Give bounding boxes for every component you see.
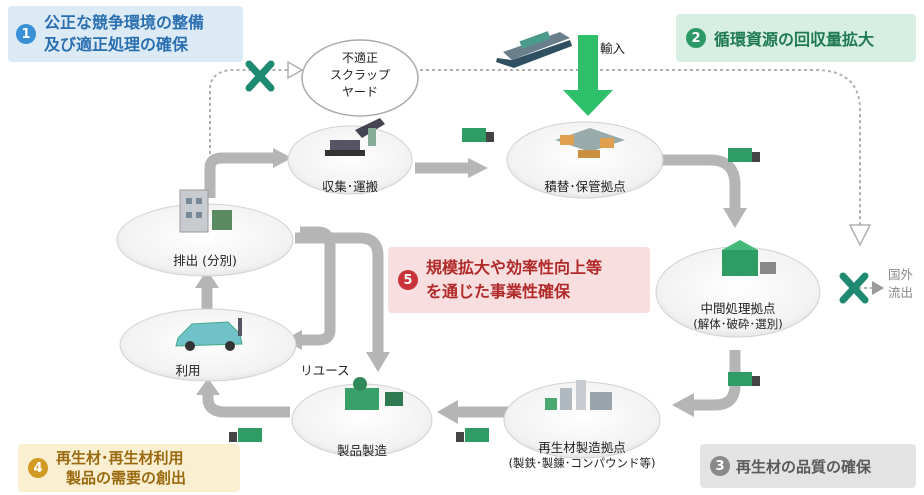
banner-3-number: 3 [710, 456, 730, 476]
truck-icon-intermediate [728, 372, 760, 386]
apartment-building-icon [179, 189, 232, 233]
arrow-product-use [202, 392, 290, 418]
cross-icon-overseas [839, 272, 869, 304]
overseas-outflow-label: 国外 流出 [888, 266, 920, 302]
arrowhead-storage [468, 158, 488, 178]
banner-3-text: 再生材の品質の確保 [736, 457, 872, 476]
banner-5-line1: 規模拡大や効率性向上等 [426, 258, 603, 277]
banner-4: 4 再生材･再生材利用 製品の需要の創出 [18, 444, 240, 492]
arrow-reuse-loop [300, 226, 336, 346]
scrap-yard-line3: ヤード [341, 85, 378, 99]
banner-5: 5 規模拡大や効率性向上等 を通じた事業性確保 [388, 247, 650, 313]
truck-icon-product [229, 428, 262, 442]
bypass-dotted-head [287, 60, 304, 80]
outflow-dotted-head [848, 224, 872, 247]
car-icon [175, 318, 243, 351]
ship-icon [496, 31, 572, 68]
arrow-discharge-collection [204, 152, 275, 198]
factory-intermediate-icon [722, 240, 776, 276]
import-arrow-head [563, 90, 613, 116]
banner-1: 1 公正な競争環境の整備 及び適正処理の確保 [8, 6, 243, 62]
cross-icon-scrap [245, 60, 275, 92]
use-label: 利用 [175, 363, 201, 378]
platform-collection [287, 125, 413, 195]
outflow-dotted-line [420, 69, 861, 225]
reuse-label: リユース [300, 363, 350, 378]
intermediate-sublabel: (解体･破砕･選別) [693, 317, 783, 331]
scrap-yard-line1: 不適正 [341, 51, 378, 65]
recycling-plant-icon [545, 380, 612, 410]
platform-storage [506, 121, 664, 199]
bypass-dotted-line [209, 69, 290, 160]
arrowhead-intermediate [723, 208, 747, 228]
scrap-yard-bubble [301, 39, 419, 117]
banner-1-number: 1 [16, 24, 36, 44]
arrowhead-use [196, 378, 220, 395]
banner-4-number: 4 [28, 458, 48, 478]
banner-5-line2: を通じた事業性確保 [426, 282, 571, 301]
recycled-mfg-label: 再生材製造拠点 [538, 440, 626, 455]
arrow-storage-intermediate [650, 154, 741, 210]
banner-5-number: 5 [398, 270, 418, 290]
intermediate-label: 中間処理拠点 [700, 301, 776, 316]
overseas-small-arrow [872, 281, 884, 295]
banner-2-text: 循環資源の回収量拡大 [714, 30, 875, 49]
arrowhead-collection [273, 148, 292, 168]
banner-1-line2: 及び適正処理の確保 [44, 35, 189, 54]
truck-icon-storage [728, 148, 760, 162]
scrap-yard-label: 不適正 スクラップ ヤード [312, 50, 408, 101]
banner-1-line1: 公正な競争環境の整備 [44, 13, 205, 32]
overseas-line2: 流出 [888, 285, 914, 300]
overseas-line1: 国外 [888, 267, 914, 282]
import-arrow-shaft [578, 35, 598, 93]
arrowhead-discharge [195, 270, 219, 288]
arrow-discharge-product [295, 232, 384, 355]
import-label: 輸入 [600, 41, 626, 56]
product-mfg-label: 製品製造 [336, 443, 387, 458]
banner-3: 3 再生材の品質の確保 [700, 444, 916, 488]
truck-icon-collection [462, 128, 494, 142]
discharge-label: 排出 (分別) [173, 253, 237, 268]
recycled-mfg-sublabel: (製鉄･製錬･コンパウンド等) [508, 456, 656, 470]
arrowhead-recycled [672, 393, 694, 417]
banner-4-line2: 製品の需要の創出 [66, 469, 187, 487]
warehouse-icon [555, 128, 625, 158]
arrowhead-product-down [366, 352, 390, 372]
truck-icon-recycled [456, 428, 489, 442]
scrap-yard-line2: スクラップ [329, 68, 390, 82]
storage-label: 積替･保管拠点 [544, 179, 626, 194]
arrowhead-product [437, 400, 458, 424]
banner-2: 2 循環資源の回収量拡大 [676, 14, 916, 62]
collection-label: 収集･運搬 [321, 179, 379, 194]
excavator-icon [325, 118, 385, 156]
banner-4-line1: 再生材･再生材利用 [56, 449, 184, 467]
product-factory-icon [345, 377, 403, 410]
banner-2-number: 2 [686, 28, 706, 48]
